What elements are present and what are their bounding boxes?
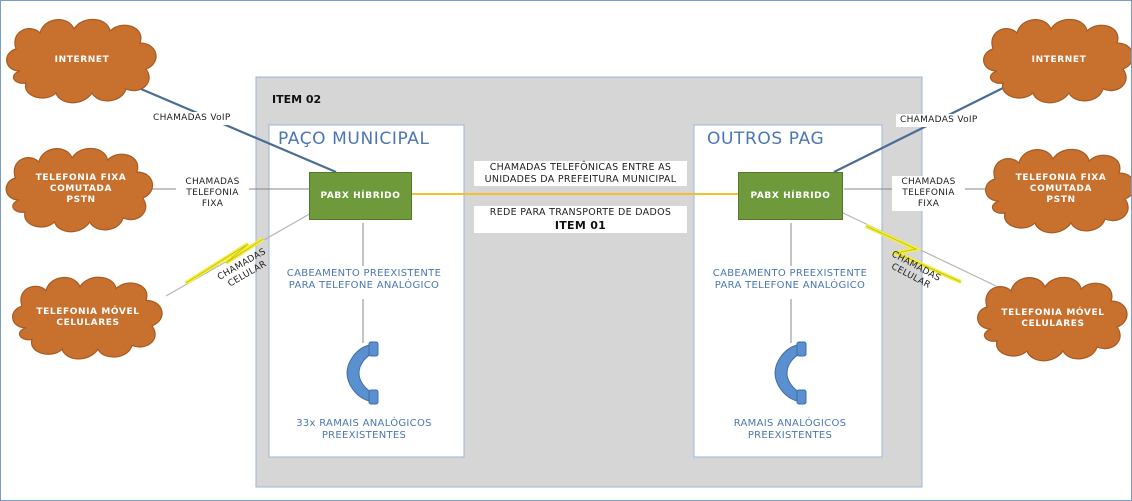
cloud-internet-right: INTERNET [1031, 55, 1087, 65]
item01-label: ITEM 01 [554, 218, 607, 232]
voip-label-right: CHAMADAS VoIP [896, 114, 982, 127]
phone-handset-icon [774, 341, 807, 405]
right-site-title: OUTROS PAG [707, 129, 825, 149]
pabx-right: PABX HÍBRIDO [738, 172, 843, 220]
left-site-title: PAÇO MUNICIPAL [278, 129, 430, 149]
lightning-icon [185, 238, 264, 284]
data-network-label: REDE PARA TRANSPORTE DE DADOS ITEM 01 [474, 206, 687, 233]
voip-line-right [833, 87, 1004, 173]
lightning-icon [865, 225, 962, 283]
cloud-internet-left: INTERNET [54, 55, 110, 65]
phone-handset-icon [346, 341, 379, 405]
pabx-left: PABX HÍBRIDO [309, 172, 412, 220]
voip-line-left [140, 87, 337, 174]
item02-label: ITEM 02 [272, 93, 322, 106]
voip-label-left: CHAMADAS VoIP [149, 112, 235, 125]
